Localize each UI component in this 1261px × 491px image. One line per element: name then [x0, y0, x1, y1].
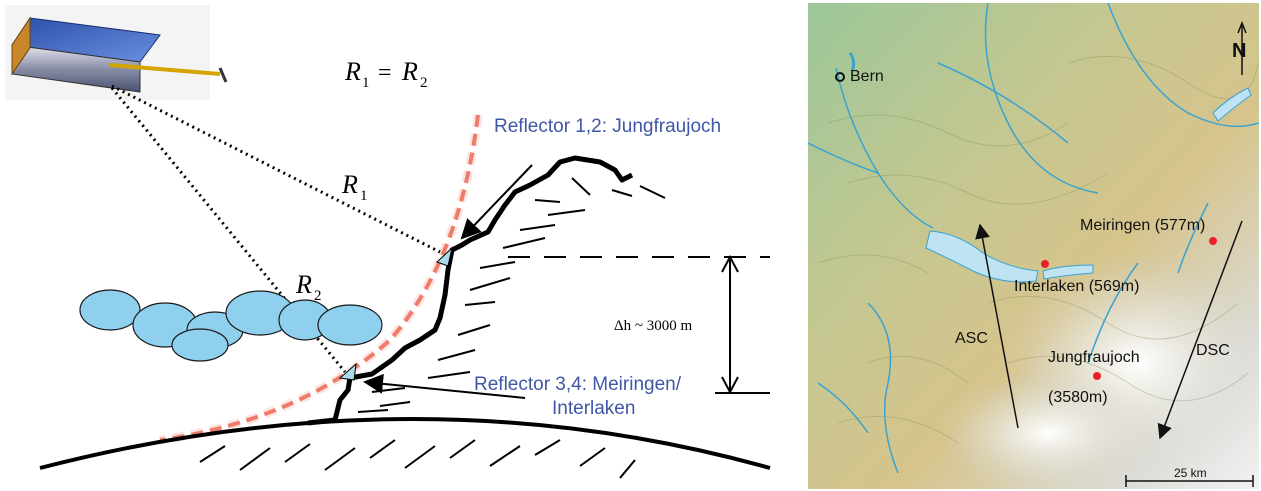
asc-label: ASC	[955, 330, 988, 347]
reflector-bottom-icon	[338, 362, 357, 381]
svg-text:=: =	[378, 60, 392, 86]
sar-geometry-diagram: R 1 = R 2 R 1 R 2	[5, 5, 771, 479]
jungfraujoch-label: Jungfraujoch	[1048, 349, 1140, 366]
svg-text:N: N	[1232, 40, 1246, 62]
meiringen-marker	[1209, 237, 1217, 245]
ground-hatching	[199, 439, 636, 479]
reflector-top-label: Reflector 1,2: Jungfraujoch	[494, 116, 721, 137]
reflector-bottom-label-line1: Reflector 3,4: Meiringen/	[474, 374, 682, 395]
los-r1-line	[111, 84, 441, 254]
arrow-to-top-reflector	[460, 164, 533, 240]
rivers	[808, 3, 1259, 474]
svg-text:1: 1	[362, 75, 370, 91]
relief-map: N Bern Meiringen (577m) Interlaken (569m…	[808, 3, 1259, 489]
interlaken-marker	[1041, 260, 1049, 268]
lake-brienz	[1042, 264, 1094, 280]
range-equation: R 1 = R 2	[344, 57, 428, 91]
svg-text:2: 2	[314, 288, 322, 304]
north-arrow-icon: N	[1232, 20, 1247, 75]
interlaken-label: Interlaken (569m)	[1014, 278, 1139, 295]
r2-label: R 2	[295, 270, 322, 304]
svg-text:R: R	[344, 57, 361, 86]
mountain-profile	[307, 155, 634, 426]
lake-north	[1212, 87, 1252, 122]
svg-text:1: 1	[360, 188, 368, 204]
bern-label: Bern	[850, 68, 884, 85]
dsc-label: DSC	[1196, 342, 1230, 359]
svg-text:R: R	[295, 270, 312, 299]
arrow-to-bottom-reflector	[363, 373, 526, 399]
reflector-bottom-label-line2: Interlaken	[552, 398, 635, 419]
dsc-arrow	[1157, 220, 1243, 440]
svg-text:R: R	[401, 57, 418, 86]
earth-surface	[39, 417, 771, 470]
reflector-top-icon	[436, 246, 453, 267]
lake-thun	[925, 230, 1039, 283]
svg-text:R: R	[341, 170, 358, 199]
jungfraujoch-marker	[1093, 372, 1101, 380]
jungfraujoch-elevation-label: (3580m)	[1048, 389, 1108, 406]
meiringen-label: Meiringen (577m)	[1080, 217, 1205, 234]
delta-h-label: Δh ~ 3000 m	[614, 318, 693, 334]
r1-label: R 1	[341, 170, 368, 204]
mountain-hatching	[357, 177, 666, 413]
svg-text:2: 2	[420, 75, 428, 91]
bern-marker	[835, 72, 845, 82]
asc-arrow	[975, 223, 1019, 429]
clouds	[79, 289, 383, 362]
satellite-icon	[5, 5, 228, 100]
scale-bar: 25 km	[1125, 466, 1254, 487]
svg-text:25 km: 25 km	[1174, 466, 1207, 480]
